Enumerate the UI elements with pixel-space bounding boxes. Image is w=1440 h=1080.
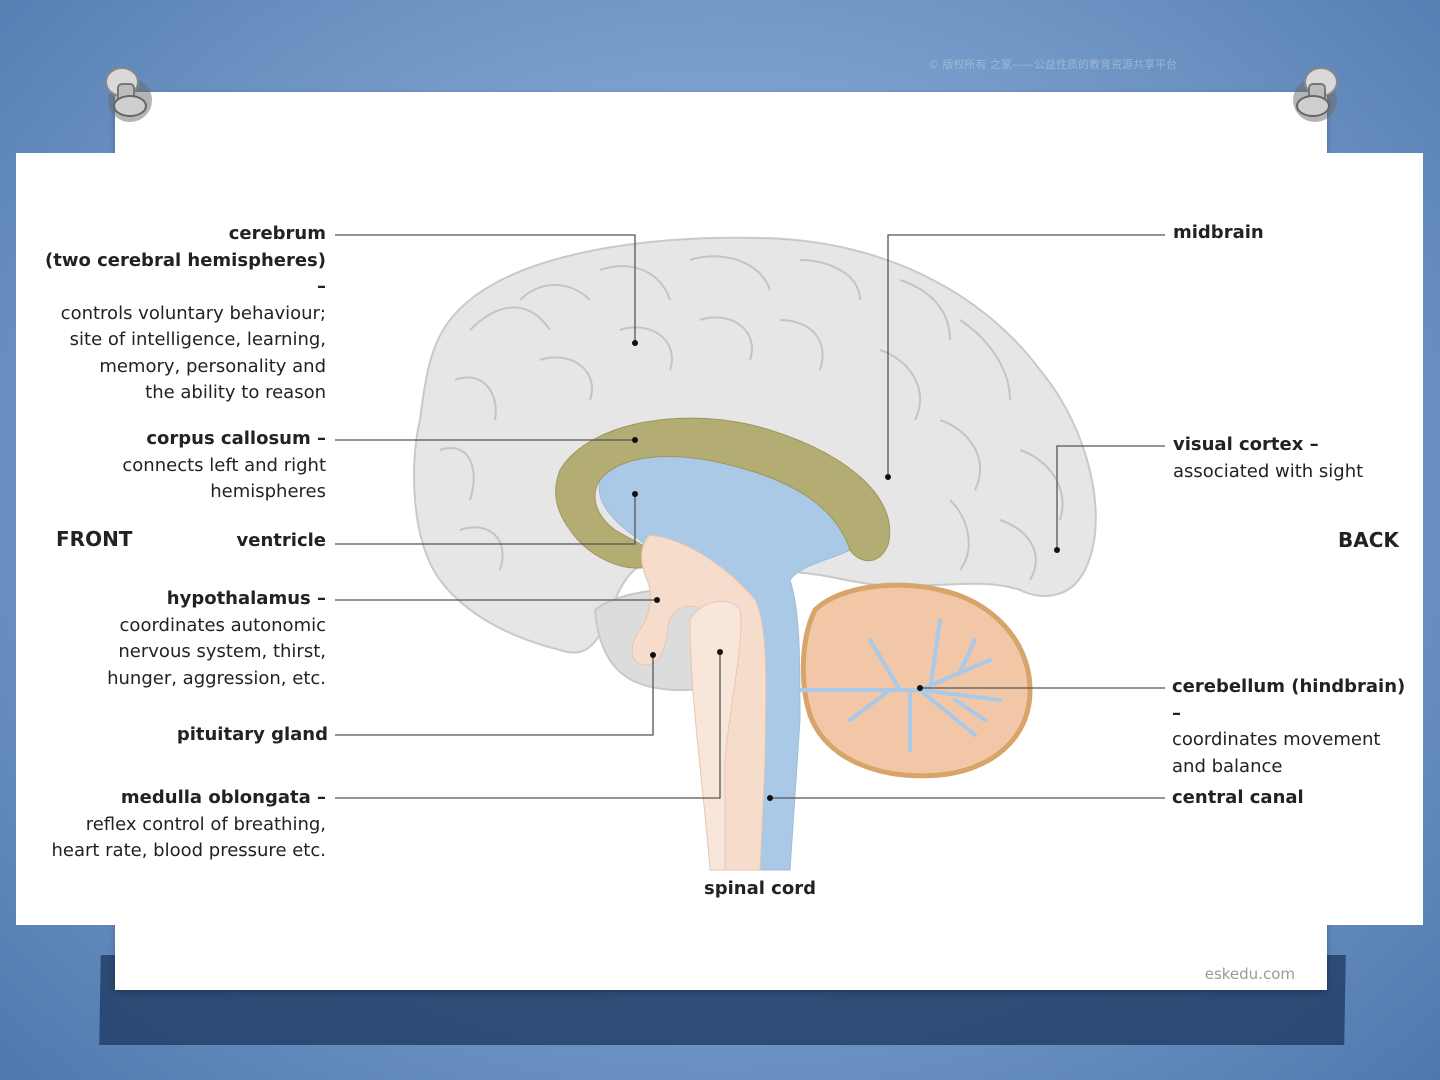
cerebrum-desc-2: site of intelligence, learning,	[69, 329, 326, 350]
medulla-desc-2: heart rate, blood pressure etc.	[51, 840, 326, 861]
medulla-desc-1: reflex control of breathing,	[85, 813, 326, 835]
cerebrum-desc-1: controls voluntary behaviour;	[60, 302, 326, 324]
label-spinal-cord: spinal cord	[680, 876, 840, 903]
cerebrum-desc-4: the ability to reason	[145, 382, 326, 403]
watermark-text: eskedu.com	[1204, 965, 1295, 983]
cerebellum-shape	[800, 582, 1033, 779]
hypothalamus-desc-1: coordinates autonomic	[119, 614, 326, 636]
cerebellum-desc-2: and balance	[1172, 755, 1283, 777]
corpus-callosum-desc-1: connects left and right	[122, 454, 326, 476]
spinal-cord-title: spinal cord	[704, 878, 816, 899]
label-cerebrum: cerebrum (two cerebral hemispheres) – co…	[40, 221, 326, 407]
midbrain-title: midbrain	[1173, 222, 1264, 243]
hypothalamus-desc-3: hunger, aggression, etc.	[107, 667, 326, 689]
corpus-callosum-title: corpus callosum –	[146, 428, 326, 449]
hypothalamus-desc-2: nervous system, thirst,	[118, 641, 326, 662]
gyri-lines	[439, 255, 1064, 581]
cerebellum-title: cerebellum (hindbrain) –	[1172, 676, 1406, 724]
medulla-title: medulla oblongata –	[120, 787, 326, 808]
label-visual-cortex: visual cortex – associated with sight	[1173, 432, 1403, 485]
faint-header-text: © 版权所有 之家——公益性质的教育资源共享平台	[928, 58, 1177, 71]
label-midbrain: midbrain	[1173, 220, 1403, 247]
direction-back: BACK	[1338, 528, 1399, 552]
central-canal-title: central canal	[1172, 787, 1304, 808]
pituitary-title: pituitary gland	[176, 724, 328, 745]
pons-shape	[689, 600, 742, 871]
label-hypothalamus: hypothalamus – coordinates autonomic ner…	[40, 586, 326, 692]
cerebrum-title: cerebrum	[228, 223, 326, 244]
cerebrum-desc-3: memory, personality and	[99, 355, 326, 377]
arbor-vitae	[798, 618, 1002, 752]
label-pituitary-gland: pituitary gland	[40, 722, 328, 749]
pushpin-left-icon	[105, 67, 152, 122]
cerebellum-desc-1: coordinates movement	[1172, 729, 1381, 750]
corpus-callosum-shape	[555, 417, 891, 569]
label-central-canal: central canal	[1172, 785, 1402, 812]
corpus-callosum-desc-2: hemispheres	[210, 481, 326, 502]
visual-cortex-desc-1: associated with sight	[1173, 460, 1364, 482]
direction-front: FRONT	[56, 527, 133, 551]
leader-dots	[632, 340, 1060, 801]
cerebrum-title2: (two cerebral hemispheres) –	[45, 249, 326, 298]
label-medulla-oblongata: medulla oblongata – reflex control of br…	[20, 785, 326, 865]
ventricle-title: ventricle	[236, 530, 326, 551]
hypothalamus-title: hypothalamus –	[166, 588, 326, 609]
label-cerebellum: cerebellum (hindbrain) – coordinates mov…	[1172, 674, 1412, 780]
visual-cortex-title: visual cortex –	[1173, 434, 1319, 455]
label-ventricle: ventricle	[40, 528, 326, 555]
pushpin-right-icon	[1293, 67, 1338, 122]
leader-lines	[335, 234, 1165, 799]
label-corpus-callosum: corpus callosum – connects left and righ…	[40, 426, 326, 506]
